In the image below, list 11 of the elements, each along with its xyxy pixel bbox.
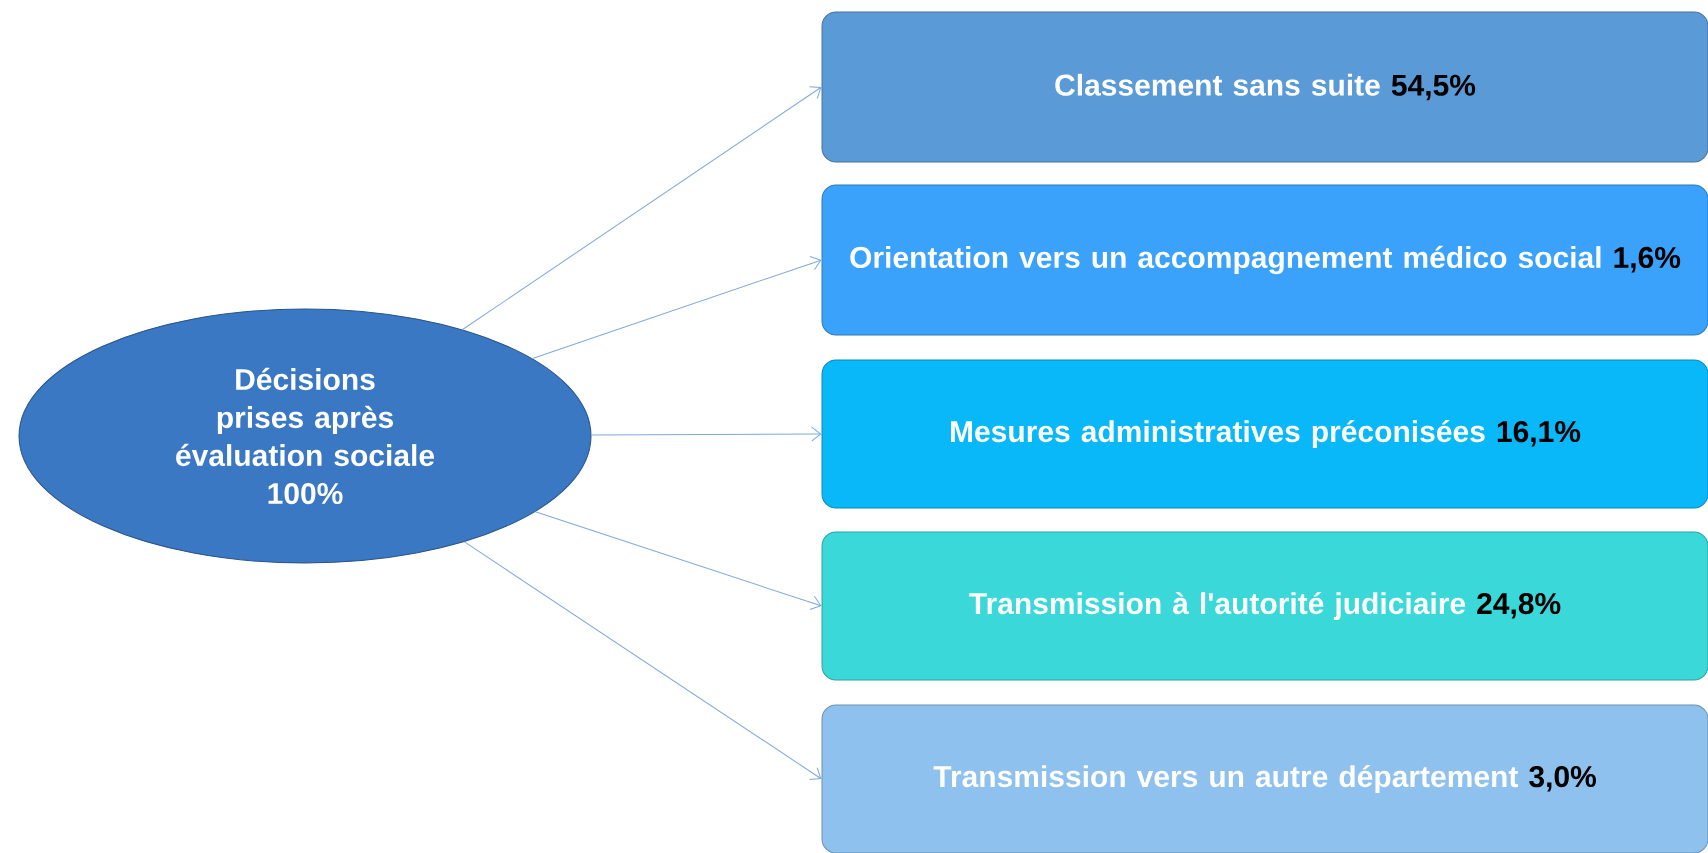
outcome-box: Classement sans suite 54,5% xyxy=(821,11,1708,163)
outcome-box: Transmission vers un autre département 3,0% xyxy=(821,704,1708,853)
outcome-box: Orientation vers un accompagnement médico social 1,6% xyxy=(821,184,1708,336)
arrow xyxy=(464,541,822,780)
outcome-box: Transmission à l'autorité judiciaire 24,8% xyxy=(821,531,1708,681)
arrow xyxy=(534,511,822,611)
ellipse-node: Décisions prises après évaluation sociale 100% xyxy=(18,308,592,564)
arrow xyxy=(532,256,822,359)
arrow xyxy=(591,426,822,442)
arrow xyxy=(462,86,822,330)
outcome-box: Mesures administratives préconisées 16,1% xyxy=(821,359,1708,509)
